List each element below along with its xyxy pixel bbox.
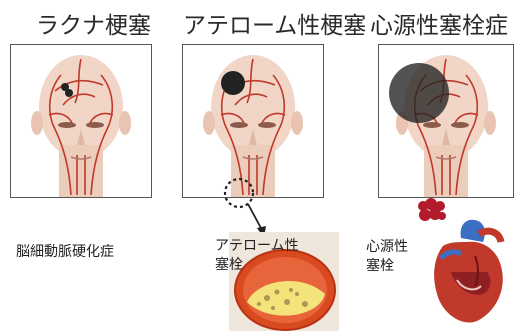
head-illustration-lacunar	[11, 45, 151, 197]
caption-atheromatous-embolism: アテローム性 塞栓	[215, 237, 299, 275]
title-lacunar-infarction: ラクナ梗塞	[36, 6, 151, 40]
caption-cardio-line-1: 心源性	[366, 238, 408, 257]
dotted-focus-circle	[225, 179, 253, 207]
caption-cardio-line-2: 塞栓	[366, 257, 408, 276]
caption-athero-line-1: アテローム性	[215, 237, 299, 256]
lacunar-lesion-2	[65, 89, 73, 97]
athero-infarct-region	[221, 71, 245, 95]
head-panel-lacunar	[10, 44, 152, 198]
caption-cardiogenic-embolism: 心源性 塞栓	[366, 238, 408, 276]
zoom-connector	[214, 168, 284, 240]
head-panel-cardioembolic	[378, 44, 514, 198]
cardio-infarct-region	[389, 63, 449, 123]
caption-cerebral-arteriolosclerosis: 脳細動脈硬化症	[16, 241, 114, 261]
title-atherothrombotic-infarction: アテローム性梗塞	[183, 6, 366, 40]
heart-illustration	[413, 216, 513, 333]
caption-athero-line-2: 塞栓	[215, 256, 299, 275]
head-illustration-cardioembolic	[379, 45, 513, 197]
title-cardioembolic-stroke: 心源性塞栓症	[370, 6, 508, 40]
arrow-line	[248, 204, 262, 230]
